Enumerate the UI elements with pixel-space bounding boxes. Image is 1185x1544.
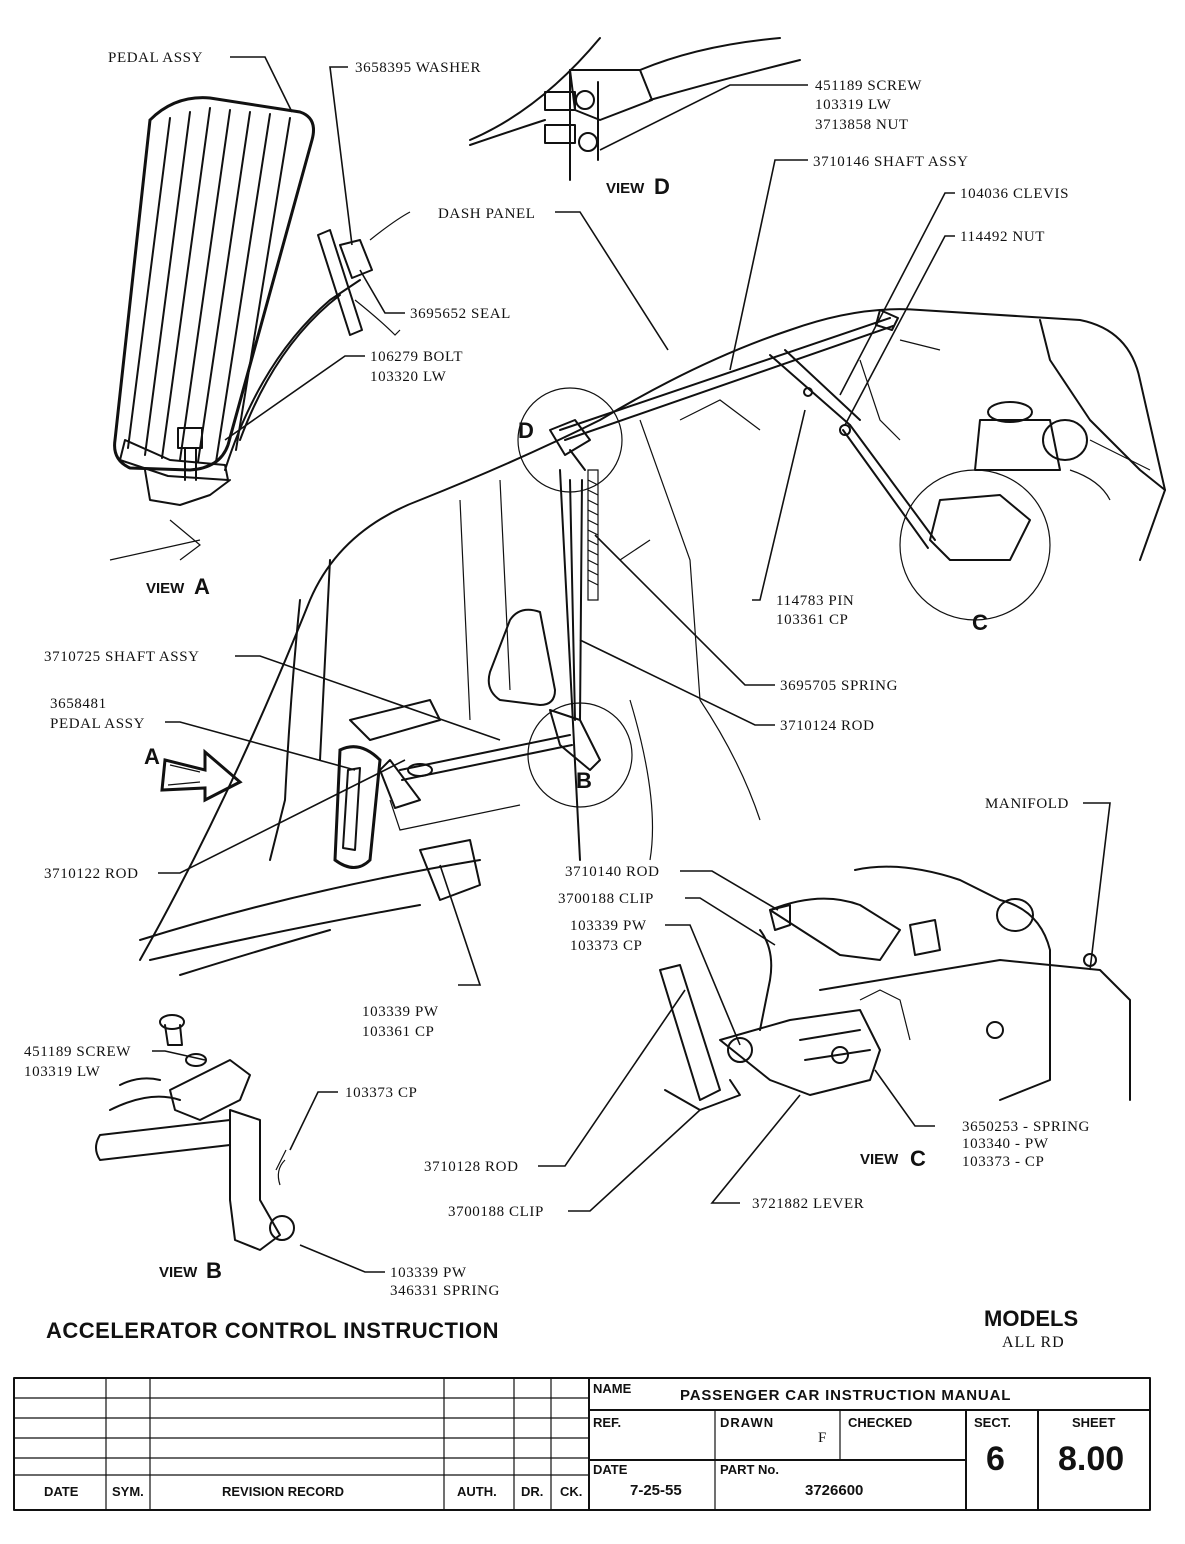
label-rod-3710128: 3710128 ROD [424,1159,519,1175]
label-pw-b: 103339 PW [390,1265,467,1281]
rev-header-auth: AUTH. [457,1484,497,1499]
label-pw-c: 103339 PW [570,918,647,934]
label-pin-2: 103361 CP [776,612,849,628]
view-a-arrow [160,748,243,803]
label-cp-mid: 103361 CP [362,1024,435,1040]
view-b-drawing [95,1014,295,1251]
date-label: DATE [593,1462,628,1477]
rev-header-sym: SYM. [112,1484,144,1499]
label-lever: 3721882 LEVER [752,1196,864,1212]
upper-shaft-and-rods [549,309,936,861]
label-clip-bottom: 3700188 CLIP [448,1204,544,1220]
sheet-label: SHEET [1072,1415,1116,1430]
label-dash-panel: DASH PANEL [438,206,536,222]
label-washer: 3658395 WASHER [355,60,481,76]
pedal-assembly-drawing [109,96,411,561]
models-value: ALL RD [1002,1334,1065,1351]
checked-label: CHECKED [848,1415,913,1430]
arrow-a-letter: A [144,744,160,769]
view-d-drawing [469,37,801,181]
view-b-letter: B [206,1258,222,1283]
drawn-value: F [818,1430,827,1446]
label-spring-b: 346331 SPRING [390,1283,500,1299]
label-pin-1: 114783 PIN [776,593,854,609]
drawing-title: ACCELERATOR CONTROL INSTRUCTION [46,1318,500,1343]
label-pedal-assy-mid-2: PEDAL ASSY [50,716,145,732]
lower-pedal-linkage [333,699,601,901]
label-screw-b-2: 103319 LW [24,1064,101,1080]
detail-circle-d [517,387,623,493]
label-clevis: 104036 CLEVIS [960,186,1069,202]
sect-value: 6 [986,1440,1005,1478]
date-value: 7-25-55 [630,1482,682,1499]
sheet-value: 8.00 [1058,1440,1125,1478]
callout-b-letter: B [576,768,592,793]
label-rod-3710140: 3710140 ROD [565,864,660,880]
label-screw-d-1: 451189 SCREW [815,78,922,94]
label-rod-3710122: 3710122 ROD [44,866,139,882]
view-c-word: VIEW [860,1151,899,1168]
rev-header-ck: CK. [560,1484,583,1499]
label-spring-c-1: 3650253 - SPRING [962,1119,1090,1135]
view-d-letter: D [654,174,670,199]
part-no-value: 3726600 [805,1482,864,1499]
name-value: PASSENGER CAR INSTRUCTION MANUAL [680,1387,1012,1404]
label-screw-d-2: 103319 LW [815,97,892,113]
detail-circle-c [899,469,1051,621]
ref-label: REF. [593,1415,622,1430]
label-shaft-assy-mid: 3710725 SHAFT ASSY [44,649,200,665]
label-shaft-assy-top: 3710146 SHAFT ASSY [813,154,969,170]
title-block-grid [13,1377,1151,1511]
label-manifold: MANIFOLD [985,796,1069,812]
label-pedal-assy-mid-1: 3658481 [50,696,107,712]
label-rod-3710124: 3710124 ROD [780,718,875,734]
label-pw-mid: 103339 PW [362,1004,439,1020]
view-c-drawing [659,865,1131,1111]
sect-label: SECT. [974,1415,1011,1430]
carburetor-drawing [929,401,1151,561]
rev-header-revision-record: REVISION RECORD [222,1484,345,1499]
callout-labels: PEDAL ASSY 3658395 WASHER 451189 SCREW 1… [24,50,1090,1299]
callout-d-letter: D [518,418,534,443]
label-clip-top: 3700188 CLIP [558,891,654,907]
label-screw-b-1: 451189 SCREW [24,1044,131,1060]
dash-panel-body [139,308,1166,976]
label-spring-main: 3695705 SPRING [780,678,898,694]
leader-lines [152,56,1111,1273]
label-cp-b: 103373 CP [345,1085,418,1101]
label-seal: 3695652 SEAL [410,306,511,322]
label-bolt-2: 103320 LW [370,369,447,385]
part-no-label: PART No. [720,1462,779,1477]
label-spring-c-3: 103373 - CP [962,1154,1044,1170]
label-screw-d-3: 3713858 NUT [815,117,909,133]
drawn-label: DRAWN [720,1415,775,1430]
label-pedal-assy-top: PEDAL ASSY [108,50,203,66]
view-d-word: VIEW [606,180,645,197]
name-label: NAME [593,1381,632,1396]
label-bolt-1: 106279 BOLT [370,349,463,365]
label-spring-c-2: 103340 - PW [962,1136,1049,1152]
models-heading: MODELS [984,1306,1079,1331]
rev-header-date: DATE [44,1484,79,1499]
view-a-letter: A [194,574,210,599]
callout-c-letter: C [972,610,988,635]
view-b-word: VIEW [159,1264,198,1281]
view-a-word: VIEW [146,580,185,597]
label-nut: 114492 NUT [960,229,1045,245]
label-cp-c: 103373 CP [570,938,643,954]
view-captions: VIEW D VIEW A VIEW B VIEW C D B C A [144,174,988,1283]
rev-header-dr: DR. [521,1484,544,1499]
view-c-letter: C [910,1146,926,1171]
